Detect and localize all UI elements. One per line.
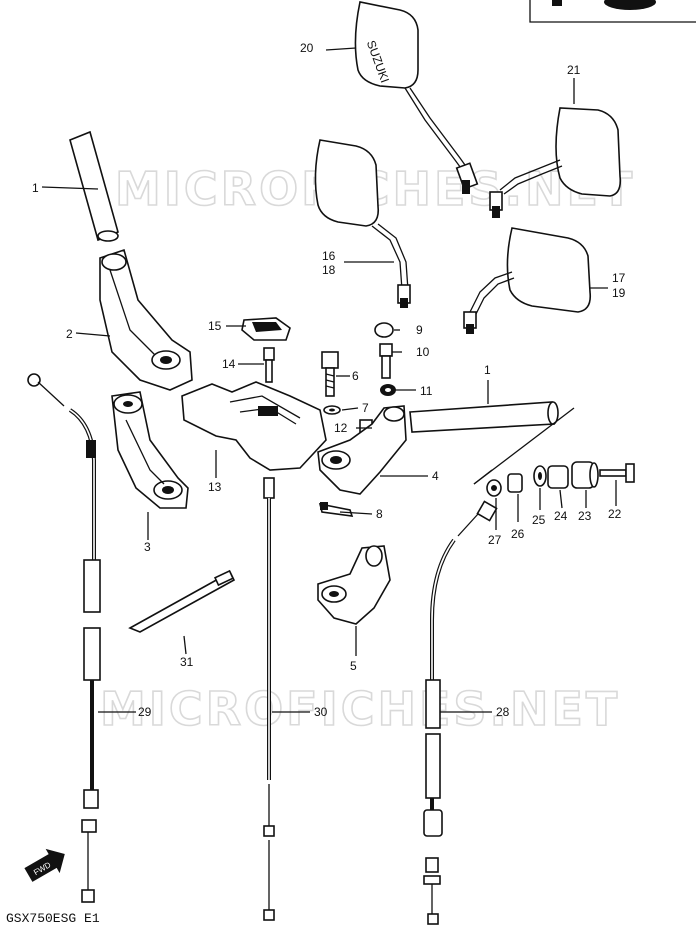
callout-3: 3 [144,540,151,554]
corner-box [529,0,696,23]
callout-6: 6 [352,369,359,383]
callout-13: 13 [208,480,222,494]
callout-4: 4 [432,469,439,483]
cap-15 [241,317,291,341]
callout-19: 19 [612,286,626,300]
cap-9 [374,322,394,338]
callout-24: 24 [554,509,568,523]
handlebar-bridge-13 [181,381,327,471]
handlebar-tube-left [69,130,119,242]
mirror-16-18 [314,139,411,308]
model-label: GSX750ESG E1 [6,911,100,926]
callout-22: 22 [608,507,622,521]
cable-29 [27,373,101,903]
callout-1-left: 1 [32,181,39,195]
callout-25: 25 [532,513,546,527]
bolt-6 [321,351,339,397]
callout-20: 20 [300,41,314,55]
screw-8 [318,502,354,517]
callout-11: 11 [420,384,433,398]
callout-26: 26 [511,527,525,541]
callout-28: 28 [496,705,510,719]
callout-2: 2 [66,327,73,341]
mirror-17-19 [463,227,592,334]
callout-10: 10 [416,345,430,359]
leader-lines [41,47,617,713]
mirror-20: SUZUKI [354,1,479,194]
handlebar-right-4 [317,405,407,495]
bar-end-26 [507,473,523,493]
bar-end-25 [533,465,547,487]
callout-30: 30 [314,705,328,719]
mirror-21 [489,107,622,218]
callout-8: 8 [376,507,383,521]
cable-30 [263,477,275,921]
bar-end-27 [486,479,502,497]
fwd-arrow-icon: FWD [24,848,65,882]
callout-17: 17 [612,271,626,285]
callout-27: 27 [488,533,502,547]
callout-1-right: 1 [484,363,491,377]
callout-31: 31 [180,655,194,669]
handlebar-tube-right [409,401,559,433]
callout-7: 7 [362,401,369,415]
bar-end-23 [571,461,599,489]
callout-14: 14 [222,357,236,371]
callout-18: 18 [322,263,336,277]
callout-9: 9 [416,323,423,337]
bracket-5 [317,545,391,625]
nut-11 [380,384,396,396]
callout-29: 29 [138,705,152,719]
callout-12: 12 [334,421,348,435]
bolt-10 [379,343,393,379]
callout-21: 21 [567,63,581,77]
callout-15: 15 [208,319,222,333]
callout-16: 16 [322,249,336,263]
watermark-bottom: MICROFICHES.NET [100,682,620,736]
tie-strap-31 [128,569,236,633]
washer-7 [323,405,341,415]
handlebar-left-upper [99,248,193,391]
cable-28 [423,500,498,925]
bar-end-24 [547,465,569,489]
bar-end-screw-22 [599,463,635,483]
handlebar-left-lower [111,391,189,509]
callout-5: 5 [350,659,357,673]
bolt-14 [263,347,275,383]
callout-23: 23 [578,509,592,523]
